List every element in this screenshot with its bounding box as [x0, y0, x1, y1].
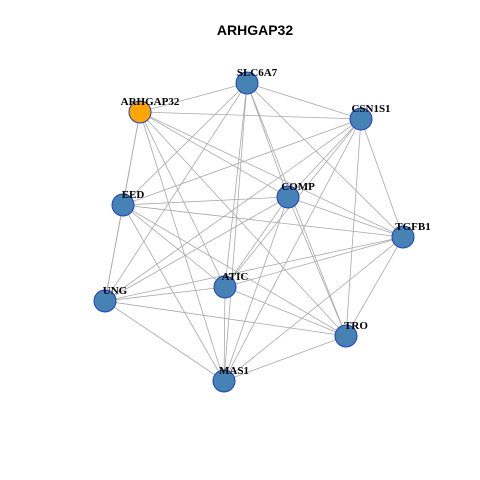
node-label-tro: TRO [344, 320, 368, 332]
node-arhgap32[interactable] [128, 100, 152, 124]
edge-ung-mas1 [104, 300, 225, 382]
edge-comp-mas1 [223, 196, 289, 382]
node-label-atic: ATIC [222, 271, 249, 283]
edge-tro-mas1 [223, 335, 347, 382]
edge-csn1s1-comp [287, 118, 362, 198]
edge-tgfb1-mas1 [223, 236, 404, 382]
edge-tgfb1-tro [345, 236, 404, 337]
node-mas1[interactable] [212, 369, 236, 393]
edge-csn1s1-tro [345, 118, 362, 337]
edge-slc6a7-tro [246, 82, 347, 337]
edge-eed-atic [122, 204, 226, 288]
edge-comp-ung [104, 196, 289, 302]
edge-arhgap32-atic [139, 111, 226, 288]
edge-arhgap32-tro [139, 111, 347, 337]
edge-slc6a7-tgfb1 [246, 82, 404, 238]
node-csn1s1[interactable] [349, 107, 373, 131]
node-label-arhgap32: ARHGAP32 [121, 96, 180, 108]
edge-slc6a7-ung [104, 82, 248, 302]
edge-eed-ung [104, 204, 124, 302]
edge-comp-tro [287, 196, 347, 337]
edge-atic-mas1 [223, 286, 226, 382]
edge-slc6a7-comp [246, 82, 289, 198]
edge-csn1s1-eed [122, 118, 362, 206]
edge-arhgap32-tgfb1 [139, 111, 404, 238]
node-eed[interactable] [111, 193, 135, 217]
edge-arhgap32-slc6a7 [139, 82, 248, 113]
node-label-eed: EED [122, 189, 145, 201]
edge-eed-tgfb1 [122, 204, 404, 238]
node-label-comp: COMP [281, 181, 315, 193]
edge-atic-ung [104, 286, 226, 302]
node-layer [93, 71, 415, 393]
edge-slc6a7-mas1 [223, 82, 248, 382]
node-tgfb1[interactable] [391, 225, 415, 249]
edge-arhgap32-comp [139, 111, 289, 198]
edge-csn1s1-mas1 [223, 118, 362, 382]
edge-arhgap32-csn1s1 [139, 111, 362, 120]
node-label-mas1: MAS1 [219, 365, 249, 377]
node-label-tgfb1: TGFB1 [395, 221, 430, 233]
node-comp[interactable] [276, 185, 300, 209]
node-ung[interactable] [93, 289, 117, 313]
edge-comp-eed [122, 196, 289, 206]
edge-eed-tro [122, 204, 347, 337]
node-label-csn1s1: CSN1S1 [351, 103, 390, 115]
edge-ung-tro [104, 300, 347, 337]
edge-csn1s1-tgfb1 [360, 118, 404, 238]
edge-layer [104, 82, 404, 382]
edge-atic-tro [224, 286, 347, 337]
edge-slc6a7-atic [224, 82, 248, 288]
edge-tgfb1-atic [224, 236, 404, 288]
node-label-slc6a7: SLC6A7 [237, 67, 278, 79]
graph-title: ARHGAP32 [217, 22, 293, 38]
edge-slc6a7-csn1s1 [246, 82, 362, 120]
node-label-ung: UNG [103, 285, 128, 297]
edge-comp-tgfb1 [287, 196, 404, 238]
edge-tgfb1-ung [104, 236, 404, 302]
node-tro[interactable] [334, 324, 358, 348]
edge-slc6a7-eed [122, 82, 248, 206]
edge-csn1s1-ung [104, 118, 362, 302]
edge-comp-atic [224, 196, 289, 288]
node-slc6a7[interactable] [235, 71, 259, 95]
node-atic[interactable] [213, 275, 237, 299]
